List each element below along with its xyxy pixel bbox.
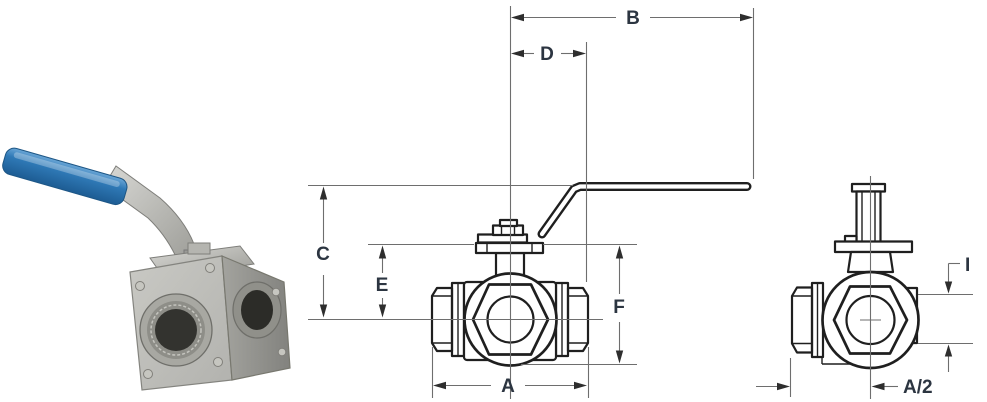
bolt-heads-photo (135, 263, 287, 379)
dim-B: B (511, 8, 753, 29)
dim-label-f: F (613, 297, 625, 318)
dim-label-c: C (316, 244, 330, 265)
dim-I: I (944, 255, 970, 372)
dim-label-b: B (626, 8, 640, 29)
dim-label-d: D (540, 44, 554, 65)
dim-C: C (316, 186, 330, 318)
handle-grip (2, 147, 128, 206)
dim-A: A (433, 376, 587, 397)
valve-body-photo (129, 255, 291, 391)
dim-A2: A/2 (756, 377, 933, 398)
front-extension-lines (308, 6, 755, 399)
dim-E: E (376, 245, 389, 318)
dim-F: F (613, 245, 625, 364)
product-photo (2, 147, 291, 391)
dim-D: D (511, 44, 586, 65)
dim-label-i: I (965, 255, 970, 276)
side-valve-outline (790, 182, 920, 370)
side-port-photo (232, 281, 282, 339)
front-valve-outline (430, 182, 752, 367)
front-view-drawing: B D C E (308, 6, 755, 399)
dim-label-e: E (376, 275, 389, 296)
front-handle (537, 182, 752, 239)
stem-nut-photo (187, 242, 211, 255)
dim-label-a: A (501, 376, 515, 397)
side-extension-lines (789, 176, 973, 399)
side-view-drawing: I A/2 (756, 176, 973, 399)
front-port-photo (139, 293, 213, 367)
dim-label-a2: A/2 (903, 377, 933, 398)
